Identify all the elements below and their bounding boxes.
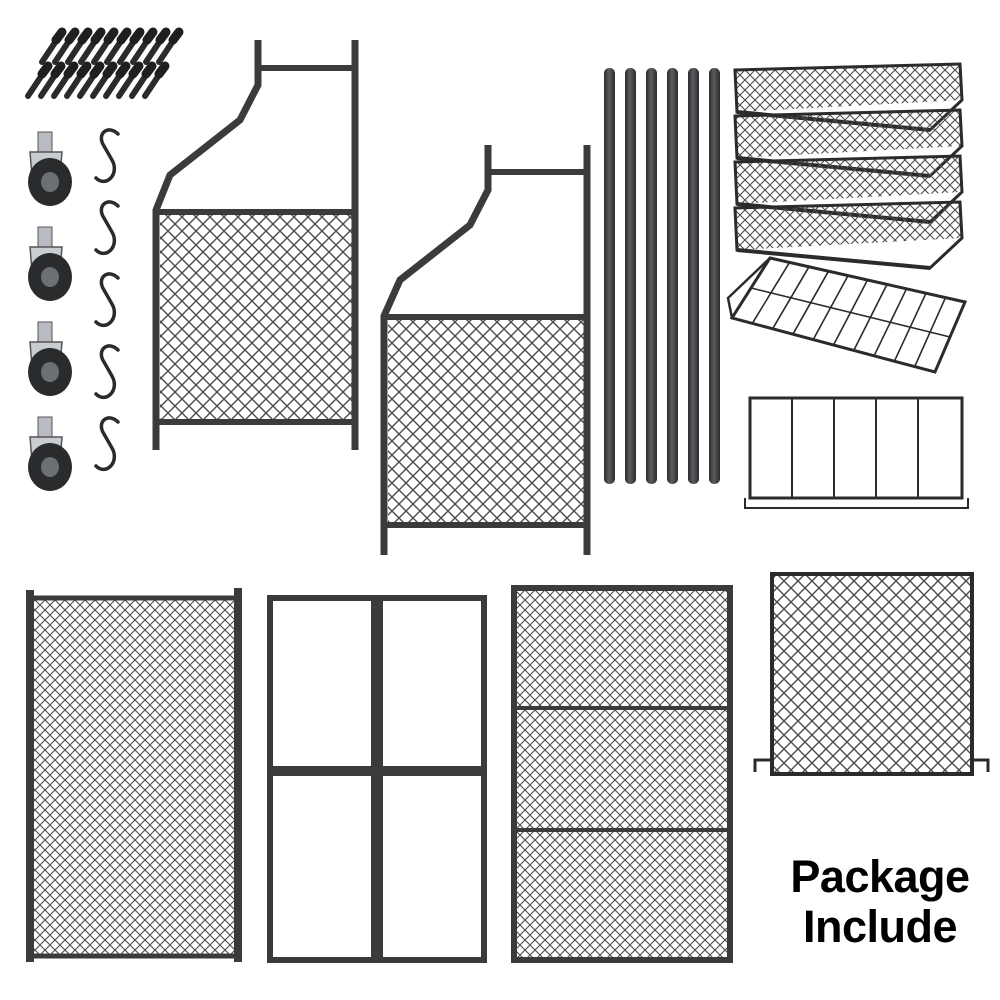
- caption-line-2: Include: [802, 901, 958, 952]
- support-poles: [604, 68, 720, 484]
- screw-icon: [143, 27, 171, 65]
- s-hook-icon: [94, 128, 120, 184]
- screw-icon: [130, 27, 158, 65]
- pole-icon: [688, 68, 699, 484]
- screw-icon: [104, 27, 132, 65]
- screw-icon: [39, 27, 67, 65]
- screw-icon: [25, 61, 53, 99]
- screw-icon: [65, 27, 93, 65]
- screw-icon: [129, 61, 157, 99]
- screws: [25, 27, 184, 99]
- screw-icon: [78, 27, 106, 65]
- wire-baskets: [733, 62, 964, 270]
- caster-wheel-icon: [28, 416, 72, 491]
- screw-icon: [103, 61, 131, 99]
- wire-tray: [726, 256, 968, 374]
- s-hook-icon: [94, 344, 120, 400]
- screw-icon: [51, 61, 79, 99]
- pole-icon: [625, 68, 636, 484]
- screw-icon: [91, 27, 119, 65]
- caster-wheels: [28, 131, 72, 491]
- screw-icon: [156, 27, 184, 65]
- caster-wheel-icon: [28, 131, 72, 206]
- caster-wheel-icon: [28, 321, 72, 396]
- package-include-caption: Package Include: [760, 852, 1000, 952]
- screw-icon: [90, 61, 118, 99]
- caster-wheel-icon: [28, 226, 72, 301]
- square-mesh-panel: [753, 572, 990, 776]
- screw-icon: [142, 61, 170, 99]
- ladder-frames: [267, 595, 487, 963]
- pole-icon: [667, 68, 678, 484]
- large-mesh-panel: [26, 588, 242, 962]
- s-hooks: [94, 128, 120, 472]
- screw-icon: [117, 27, 145, 65]
- caption-line-1: Package: [790, 851, 970, 902]
- mesh-side-panel-right: [380, 145, 591, 555]
- s-hook-icon: [94, 272, 120, 328]
- mesh-side-panel-left: [152, 40, 359, 450]
- pole-icon: [646, 68, 657, 484]
- screw-icon: [116, 61, 144, 99]
- screw-icon: [77, 61, 105, 99]
- s-hook-icon: [94, 416, 120, 472]
- pole-icon: [604, 68, 615, 484]
- screw-icon: [52, 27, 80, 65]
- basket-icon: [733, 200, 964, 270]
- s-hook-icon: [94, 200, 120, 256]
- pole-icon: [709, 68, 720, 484]
- screw-icon: [64, 61, 92, 99]
- divider-rack: [744, 396, 969, 509]
- screw-icon: [38, 61, 66, 99]
- triple-mesh-panel: [511, 585, 733, 963]
